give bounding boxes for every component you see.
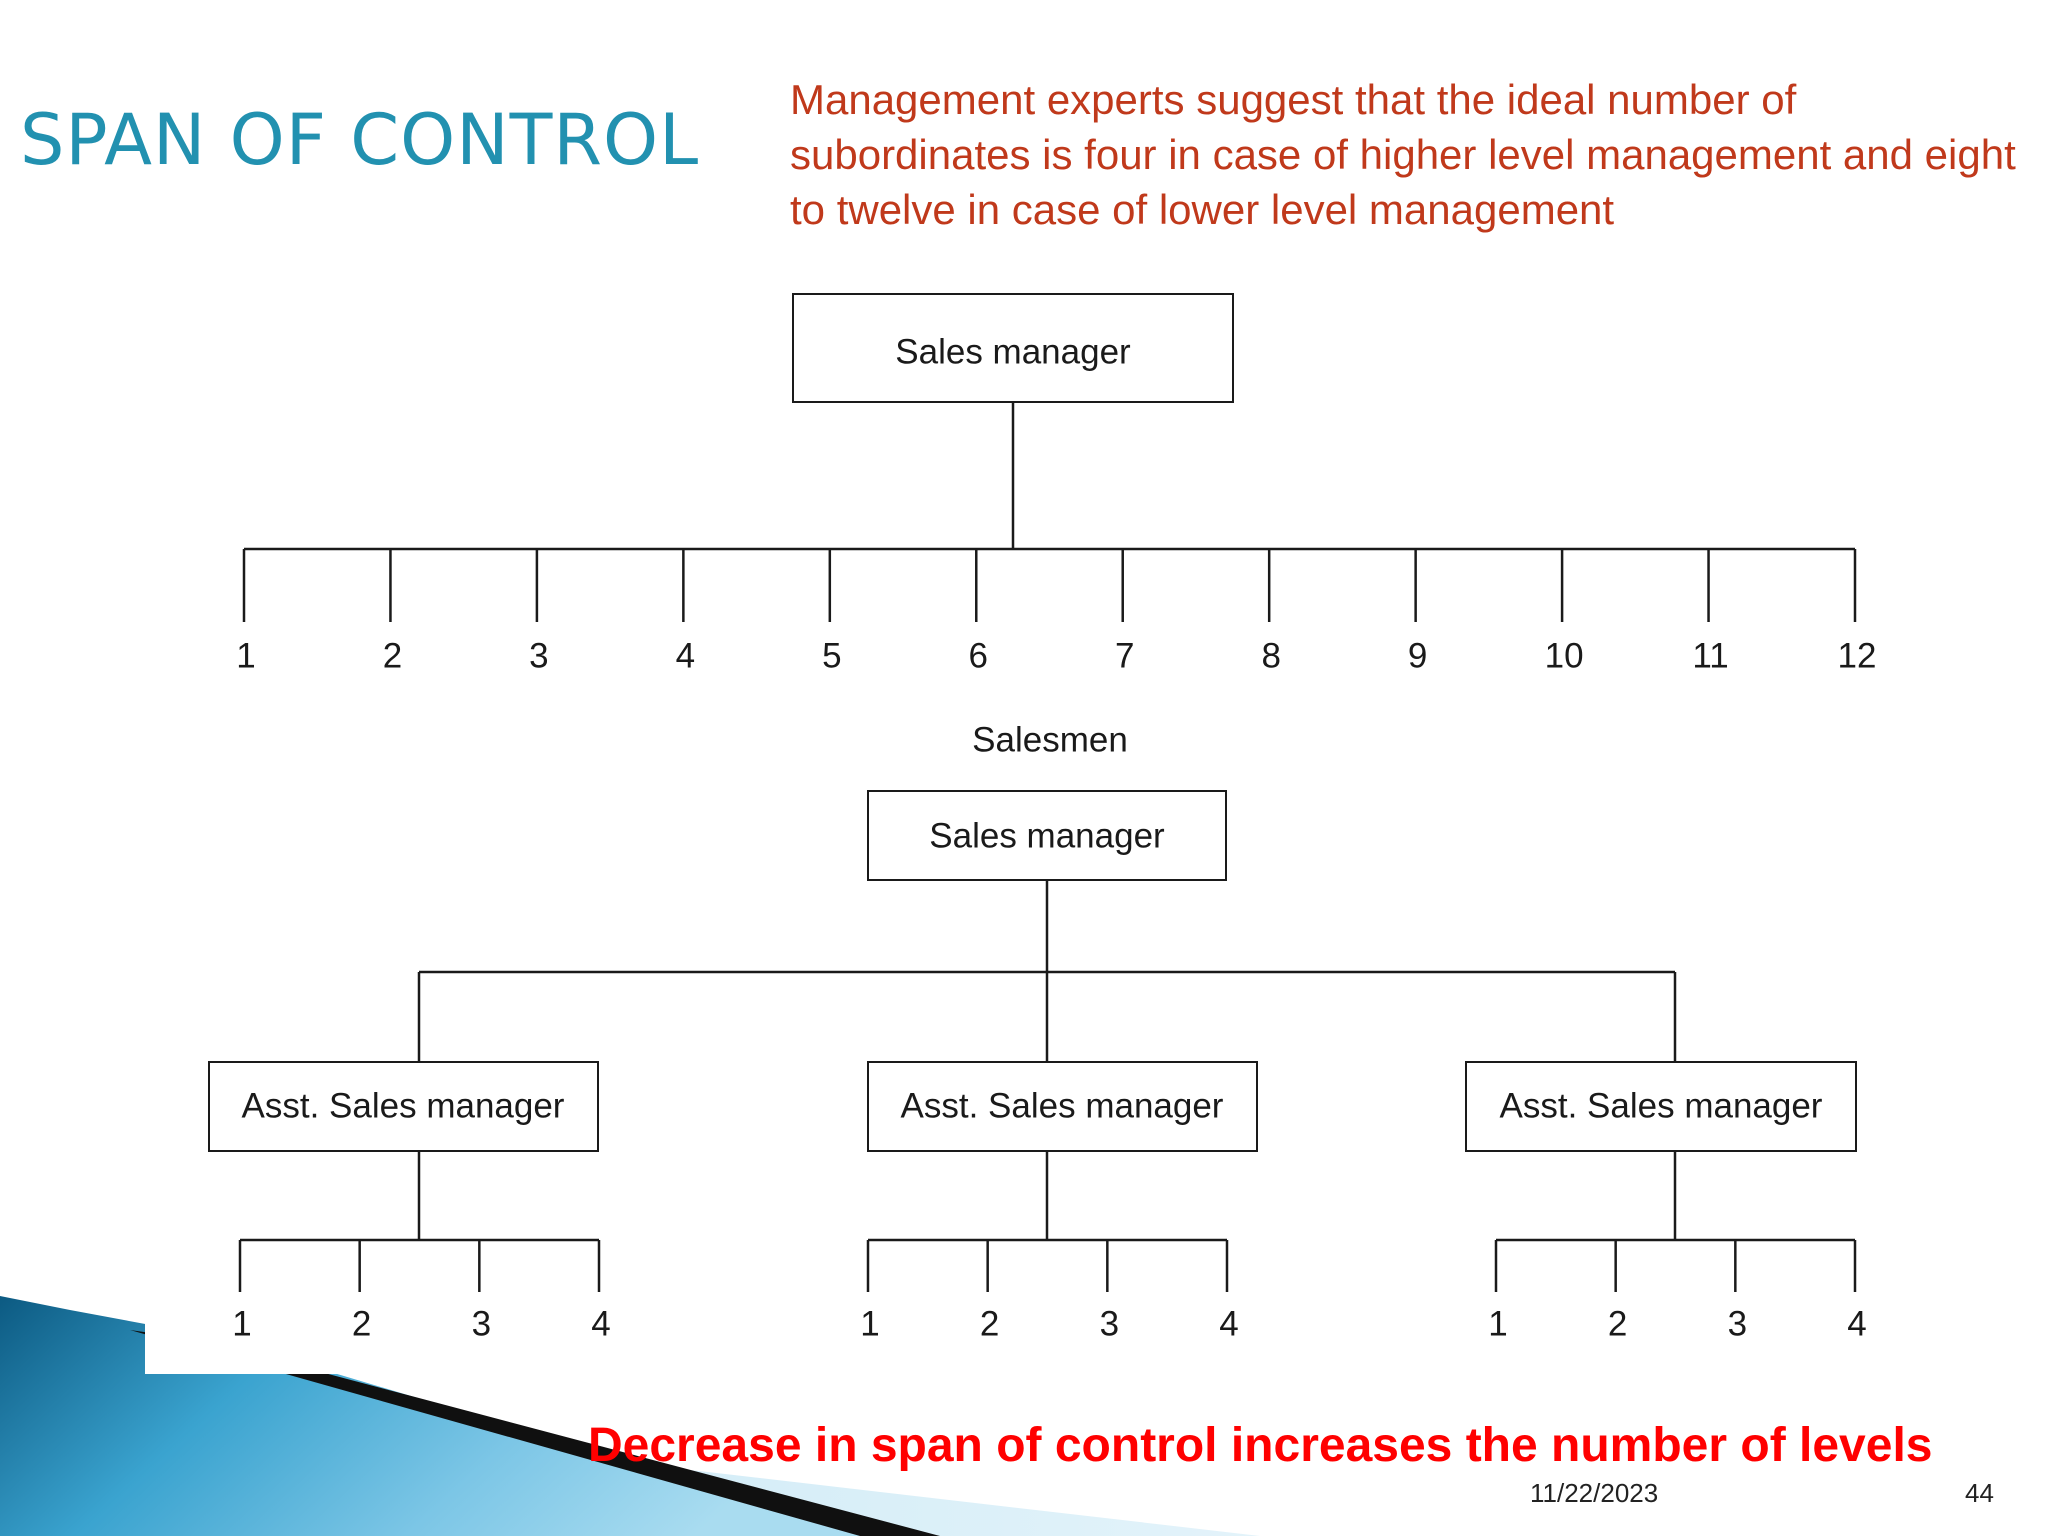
narrow-root-label: Sales manager	[929, 816, 1165, 855]
team1-member-label-3: 3	[472, 1304, 491, 1343]
team1-member-label-2: 2	[352, 1304, 371, 1343]
team2-member-label-2: 2	[980, 1304, 999, 1343]
salesmen-label: Salesmen	[972, 720, 1128, 759]
salesman-label-6: 6	[969, 636, 988, 675]
narrow-children: 1 2 3 4 1 2 3 4 1 2 3 4	[232, 1240, 1867, 1343]
wide-root-label: Sales manager	[895, 332, 1131, 371]
team2-member-label-3: 3	[1100, 1304, 1119, 1343]
team1-member-label-1: 1	[232, 1304, 251, 1343]
asst-box-1	[208, 1061, 599, 1152]
decoration-dark-stripe	[130, 1330, 940, 1536]
team2-member-label-1: 1	[860, 1304, 879, 1343]
asst-label-3: Asst. Sales manager	[1500, 1086, 1823, 1125]
slide-title: SPAN OF CONTROL	[20, 99, 700, 181]
salesman-label-10: 10	[1545, 636, 1584, 675]
asst-label-1: Asst. Sales manager	[242, 1086, 565, 1125]
team1-member-label-4: 4	[591, 1304, 610, 1343]
salesman-label-11: 11	[1692, 636, 1728, 675]
slide-date: 11/22/2023	[1530, 1478, 1659, 1508]
team2-member-label-4: 4	[1219, 1304, 1238, 1343]
salesman-label-4: 4	[676, 636, 695, 675]
team3-member-label-1: 1	[1488, 1304, 1507, 1343]
team3-member-label-4: 4	[1847, 1304, 1866, 1343]
salesman-label-9: 9	[1408, 636, 1427, 675]
salesman-label-12: 12	[1838, 636, 1877, 675]
team3-member-label-3: 3	[1728, 1304, 1747, 1343]
asst-box-3	[1465, 1061, 1857, 1152]
salesman-label-2: 2	[383, 636, 402, 675]
salesman-label-5: 5	[822, 636, 841, 675]
page-number: 44	[1965, 1478, 1994, 1508]
team3-member-label-2: 2	[1608, 1304, 1627, 1343]
asst-label-2: Asst. Sales manager	[901, 1086, 1224, 1125]
salesman-label-7: 7	[1115, 636, 1134, 675]
narrow-root-box	[867, 790, 1227, 881]
salesman-label-3: 3	[529, 636, 548, 675]
asst-box-2	[867, 1061, 1258, 1152]
salesman-label-8: 8	[1261, 636, 1280, 675]
expert-note: Management experts suggest that the idea…	[790, 76, 2016, 233]
narrow-span-chart: Sales manager Asst. Sales manager Asst. …	[208, 790, 1867, 1343]
conclusion-text: Decrease in span of control increases th…	[588, 1419, 1933, 1472]
salesman-label-1: 1	[236, 636, 255, 675]
label-backdrop	[145, 1300, 2045, 1374]
